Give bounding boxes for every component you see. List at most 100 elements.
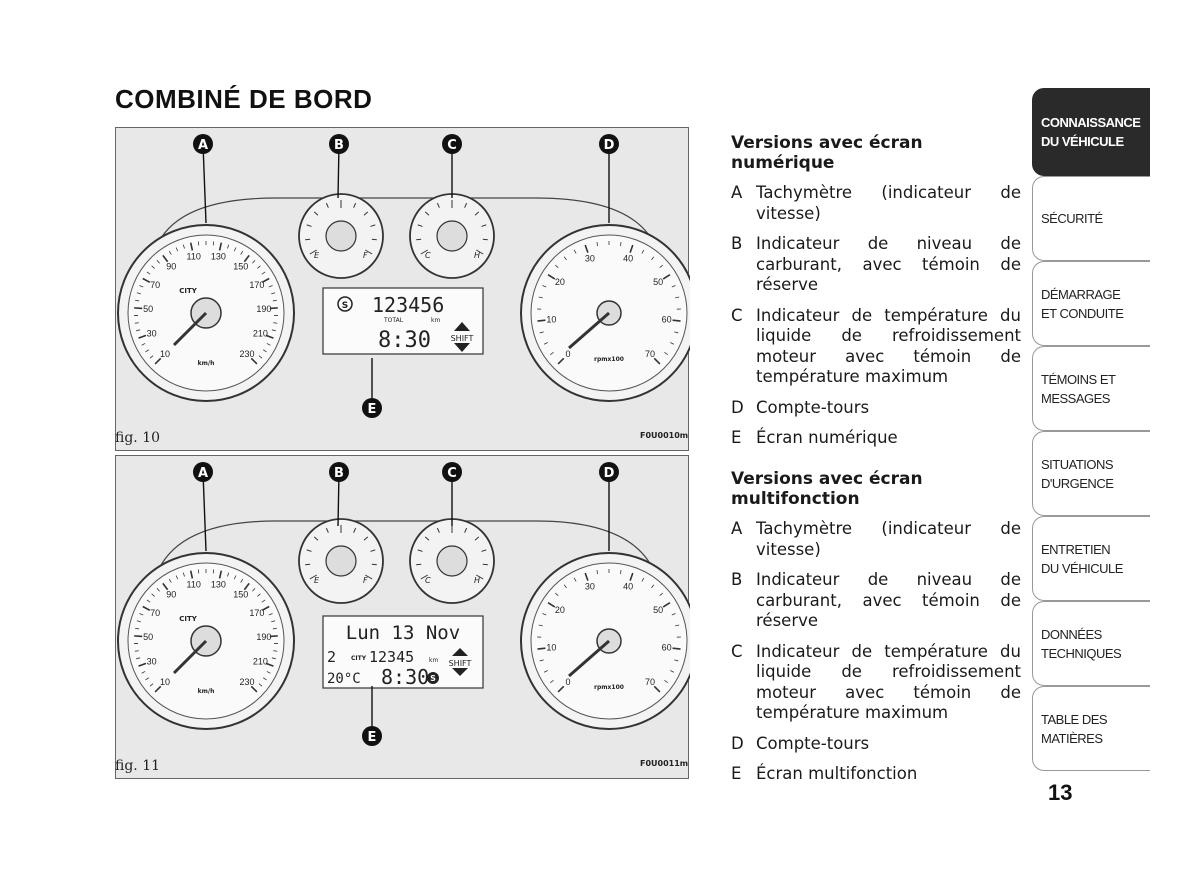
tab-securite[interactable]: SÉCURITÉ [1032, 176, 1150, 261]
gauge-tick [305, 563, 311, 566]
gauge-tick [266, 671, 271, 674]
gauge-label: 30 [147, 656, 157, 666]
gauge-tick [262, 349, 267, 353]
gauge-label: 10 [160, 349, 170, 359]
numeric-display: S 123456 TOTAL km 8:30 SHIFT [322, 287, 484, 355]
gauge-tick [258, 355, 263, 359]
svg-text:E: E [314, 251, 320, 260]
gauge-tick [273, 650, 278, 652]
gauge-tick [243, 254, 250, 263]
gauge-tick [134, 650, 139, 652]
gauge-label: 60 [662, 314, 672, 324]
gauge-tick [672, 647, 681, 650]
gauge-tick [370, 549, 376, 552]
gauge-tick [464, 202, 468, 208]
svg-text:SHIFT: SHIFT [449, 659, 472, 668]
gauge-tick [271, 329, 276, 332]
tab-connaissance-du-vehicule[interactable]: CONNAISSANCE DU VÉHICULE [1032, 88, 1150, 176]
gauge-tick [138, 662, 147, 667]
gauge-tick [243, 582, 250, 591]
gauge-tick [481, 549, 487, 552]
callout-marker [599, 462, 619, 482]
gauge-label: 10 [546, 314, 556, 324]
gauge-label: 90 [166, 262, 176, 272]
svg-text:CITY: CITY [179, 615, 198, 623]
callout-marker [599, 134, 619, 154]
gauge-label: 50 [143, 304, 153, 314]
section-heading: Versions avec écran numérique [731, 133, 923, 173]
gauge-label: 0 [565, 677, 570, 687]
gauge-tick [218, 570, 223, 579]
svg-text:8:30: 8:30 [381, 665, 429, 689]
tab-temoins-et-messages[interactable]: TÉMOINS ET MESSAGES [1032, 346, 1150, 431]
gauge-tick [269, 635, 278, 638]
gauge-tick [306, 224, 312, 227]
gauge-tick [262, 677, 267, 681]
gauge-tick [671, 285, 676, 288]
gauge-tick [145, 349, 150, 353]
gauge-label: 70 [150, 608, 160, 618]
gauge-label: 20 [555, 277, 565, 287]
gauge-tick [182, 244, 185, 249]
gauge-tick [261, 605, 270, 612]
gauge-tick [474, 536, 480, 541]
figure-10-code: F0U0010m [640, 431, 689, 440]
callout-label: B [334, 466, 344, 481]
gauge-tick [136, 292, 141, 295]
gauge-tick [481, 224, 487, 227]
gauge-label: 70 [645, 677, 655, 687]
gauge-tick [539, 659, 544, 662]
svg-text:H: H [474, 576, 480, 585]
tab-table-des-matieres[interactable]: TABLE DES MATIÈRES [1032, 686, 1150, 771]
gauge-tick [266, 343, 271, 346]
gauge-tick [258, 683, 263, 687]
gauge-tick [257, 593, 261, 597]
gauge-label: 210 [253, 656, 268, 666]
gauge-tick [272, 627, 277, 630]
gauge-label: 70 [150, 280, 160, 290]
gauge-label: 170 [249, 280, 264, 290]
gauge-tick [134, 322, 139, 324]
gauge-tick [272, 299, 277, 302]
gauge-tick [261, 271, 266, 275]
section-heading: Versions avec écran multifonction [731, 469, 923, 509]
gauge-tick [651, 584, 655, 589]
gauge-tick [629, 572, 634, 581]
gauge-tick [659, 592, 663, 596]
gauge-tick [364, 574, 373, 580]
gauge-tick [629, 244, 634, 253]
gauge-tick [218, 242, 223, 251]
gauge-label: 20 [555, 605, 565, 615]
gauge-label: 30 [585, 253, 595, 263]
tab-donnees-techniques[interactable]: DONNÉES TECHNIQUES [1032, 601, 1150, 686]
gauge-label: 50 [143, 632, 153, 642]
gauge-tick [416, 563, 422, 566]
gauge-tick [252, 588, 256, 592]
gauge-tick [420, 249, 429, 255]
gauge-tick [309, 249, 318, 255]
gauge-tick [371, 563, 377, 566]
gauge-tick [325, 527, 329, 533]
gauge-tick [420, 574, 429, 580]
gauge-label: 90 [166, 590, 176, 600]
tab-entretien-du-vehicule[interactable]: ENTRETIEN DU VÉHICULE [1032, 516, 1150, 601]
callout-marker [193, 134, 213, 154]
cluster-outline [155, 520, 657, 577]
gauge-label: 70 [645, 349, 655, 359]
svg-text:TOTAL: TOTAL [383, 317, 404, 324]
gauge-tick [156, 260, 160, 264]
gauge-tick [149, 355, 154, 359]
callout-marker [362, 726, 382, 746]
tab-demarrage-et-conduite[interactable]: DÉMARRAGE ET CONDUITE [1032, 261, 1150, 346]
figure-10-caption: fig. 10 [115, 430, 161, 446]
tab-situations-d-urgence[interactable]: SITUATIONS D'URGENCE [1032, 431, 1150, 516]
callout-label: A [198, 466, 208, 481]
gauge-tick [670, 670, 675, 673]
svg-text:rpmx100: rpmx100 [594, 684, 624, 691]
